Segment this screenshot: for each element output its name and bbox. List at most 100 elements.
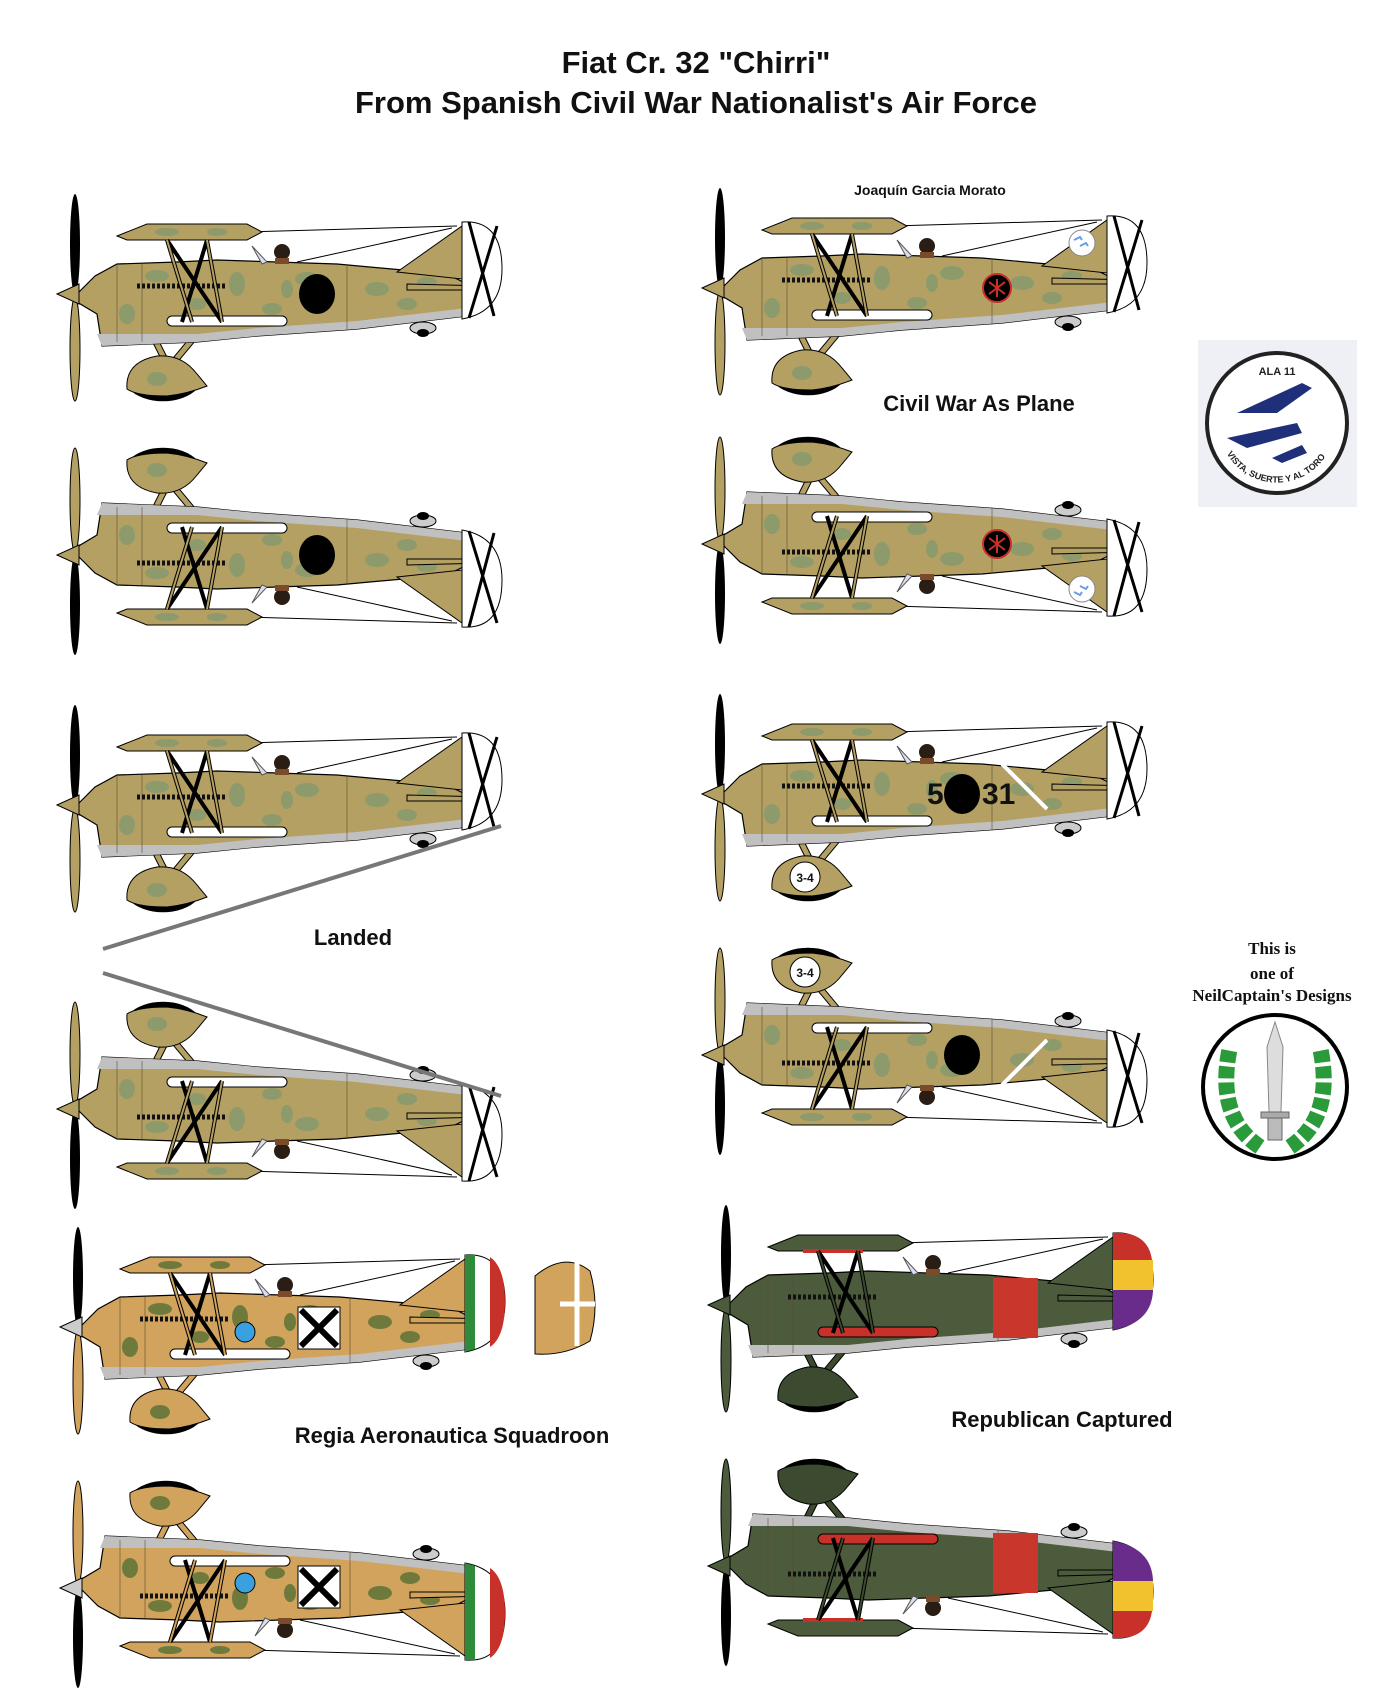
windscreen bbox=[254, 1617, 271, 1637]
camo-spot bbox=[397, 1093, 417, 1105]
wheel-spat bbox=[777, 1366, 859, 1408]
wheel-spat bbox=[126, 452, 208, 494]
wing-struts-fill bbox=[169, 1272, 226, 1356]
wing-struts-fill bbox=[817, 1537, 874, 1621]
tail-fin bbox=[395, 225, 463, 280]
camo-spot bbox=[792, 452, 812, 466]
dagger-grip bbox=[1267, 1117, 1283, 1141]
bracing-wire bbox=[891, 1086, 1103, 1124]
wing-struts-fill bbox=[811, 739, 868, 823]
black-x-marking bbox=[298, 1307, 340, 1349]
windscreen bbox=[902, 1256, 919, 1276]
camo-spot bbox=[874, 772, 890, 796]
rudder-saint-andrew-cross bbox=[467, 530, 499, 628]
spinner bbox=[55, 544, 80, 566]
bracing-wire bbox=[246, 225, 458, 263]
wing-struts-fill bbox=[166, 239, 223, 323]
pilot-head bbox=[274, 244, 290, 260]
plane-morato-2 bbox=[700, 436, 1148, 644]
wing-struts-fill bbox=[166, 1080, 223, 1164]
plane-left-2 bbox=[55, 447, 503, 655]
camo-spot bbox=[365, 282, 389, 296]
wheel-spat bbox=[126, 866, 208, 908]
tail-wheel-tyre bbox=[417, 329, 429, 337]
camo-spot bbox=[155, 228, 179, 236]
camo-spot bbox=[852, 728, 872, 736]
camo-spot bbox=[833, 1039, 851, 1051]
lower-wing bbox=[817, 1533, 939, 1545]
rudder-stripe-red bbox=[490, 1568, 505, 1658]
camo-spot bbox=[188, 539, 206, 551]
yoke-and-arrows-icon bbox=[988, 279, 1006, 297]
camo-spot bbox=[790, 770, 814, 782]
dagger-wreath-emblem bbox=[1201, 1013, 1349, 1161]
camo-spot bbox=[852, 602, 872, 610]
upper-wing bbox=[115, 734, 264, 752]
fuselage-underside bbox=[742, 808, 1112, 846]
camo-spot bbox=[229, 272, 245, 296]
camo-spot bbox=[188, 1093, 206, 1105]
camo-spot bbox=[833, 798, 851, 810]
camo-spot bbox=[262, 814, 282, 826]
pilot-head bbox=[925, 1600, 941, 1616]
spinner bbox=[700, 277, 725, 299]
propeller-blade-bottom bbox=[714, 436, 726, 542]
wheel-spat bbox=[129, 1388, 211, 1430]
pilot-body bbox=[920, 1085, 934, 1091]
propeller-blade-top bbox=[721, 1566, 731, 1666]
plane-left-4 bbox=[55, 1001, 503, 1209]
windscreen bbox=[896, 1084, 913, 1104]
camo-spot bbox=[150, 1405, 170, 1419]
rudder-saint-andrew-cross bbox=[1112, 721, 1144, 819]
wheel-code-disc bbox=[789, 956, 821, 988]
windscreen bbox=[896, 573, 913, 593]
camo-spot bbox=[284, 1313, 296, 1331]
camo-spot bbox=[365, 553, 389, 567]
tail-wheel-tyre bbox=[1062, 1012, 1074, 1020]
white-diagonal-band bbox=[1000, 762, 1049, 811]
pilot-head bbox=[919, 744, 935, 760]
lower-wing bbox=[166, 522, 288, 534]
pilot-head bbox=[919, 1089, 935, 1105]
propeller-blade-bottom bbox=[72, 1480, 84, 1586]
propeller-blade-top bbox=[715, 1055, 725, 1155]
pilot-body bbox=[275, 1139, 289, 1145]
windscreen bbox=[902, 1595, 919, 1615]
pilot-head bbox=[925, 1255, 941, 1271]
rudder-saint-andrew-cross bbox=[467, 221, 499, 319]
camo-spot bbox=[207, 613, 227, 621]
upper-wing bbox=[115, 608, 264, 626]
pilot-body bbox=[920, 758, 934, 764]
rudder-saint-andrew-cross bbox=[467, 732, 499, 830]
pilot-body bbox=[275, 258, 289, 264]
tail-wheel-tyre bbox=[417, 512, 429, 520]
lower-wing bbox=[811, 815, 933, 827]
propeller-blade-top bbox=[70, 555, 80, 655]
bracing-wire bbox=[891, 575, 1103, 613]
wheel-code: 3-4 bbox=[796, 966, 814, 980]
camo-spot bbox=[119, 304, 135, 324]
camo-spot bbox=[145, 1121, 169, 1133]
bracing-wire bbox=[246, 1140, 458, 1178]
pilot-body bbox=[275, 769, 289, 775]
wing-red-stripe bbox=[803, 1249, 863, 1253]
rudder-stripe-red bbox=[490, 1257, 505, 1347]
wing-struts-fill bbox=[166, 526, 223, 610]
ducks-tail-emblem bbox=[1068, 229, 1096, 257]
tail-fin bbox=[1046, 1236, 1114, 1291]
camo-spot bbox=[229, 783, 245, 807]
camo-spot bbox=[1010, 542, 1034, 556]
plane-republican-2 bbox=[706, 1458, 1154, 1666]
spinner bbox=[700, 533, 725, 555]
blue-birds-icon bbox=[1073, 235, 1089, 247]
bracing-wire bbox=[249, 1619, 461, 1657]
tail-fin bbox=[1046, 1580, 1114, 1635]
camo-spot bbox=[907, 297, 927, 309]
fuselage-underside bbox=[97, 308, 467, 346]
propeller-blade-top bbox=[70, 705, 80, 805]
propeller-blade-bottom bbox=[720, 1307, 732, 1413]
propeller-blade-bottom bbox=[714, 796, 726, 902]
bracing-wire bbox=[891, 725, 1103, 763]
